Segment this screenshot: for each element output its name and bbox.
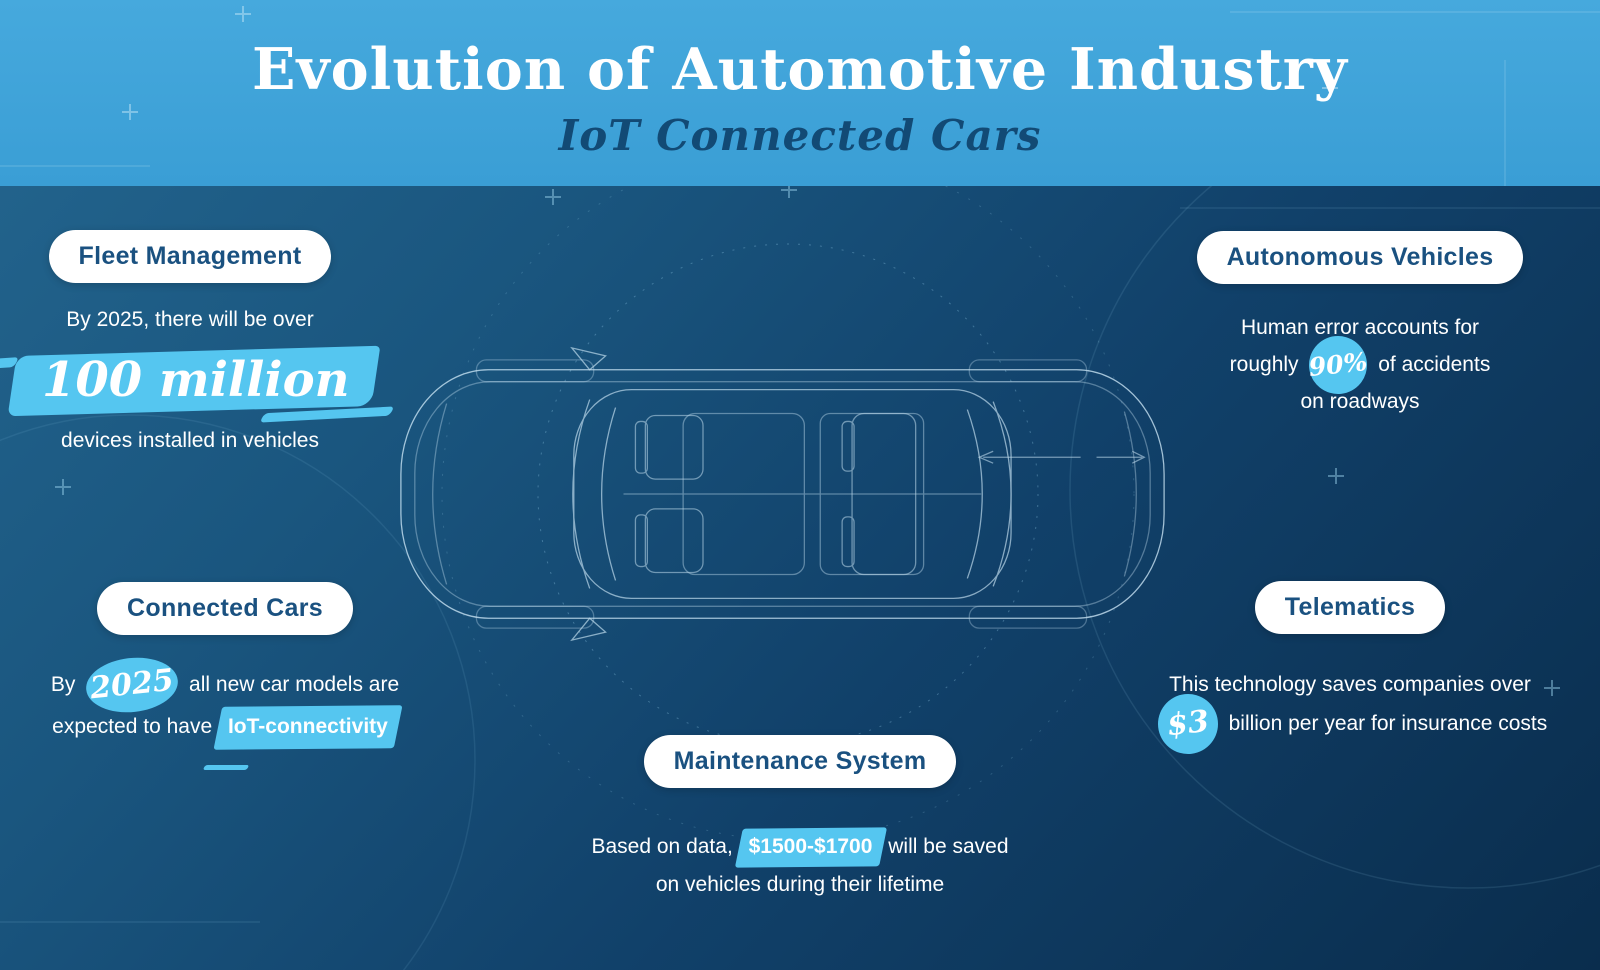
section-fleet-management: Fleet Management By 2025, there will be …: [0, 230, 364, 458]
car-greenhouse: [572, 389, 1012, 599]
header-crosshairs: [122, 6, 1338, 120]
section-connected-cars: Connected Cars By 2025 all new car model…: [30, 582, 420, 790]
section-autonomous-vehicles: Autonomous Vehicles Human error accounts…: [1190, 231, 1530, 420]
header: Evolution of Automotive Industry IoT Con…: [0, 0, 1600, 186]
car-blueprint-illustration: [400, 346, 1165, 642]
autonomous-vehicles-badge: Autonomous Vehicles: [1196, 231, 1524, 284]
year-2025-bubble: 2025: [83, 653, 181, 718]
header-lines: [0, 11, 1600, 186]
car-side-mirrors: [570, 346, 607, 642]
section-maintenance-system: Maintenance System Based on data, $1500-…: [560, 735, 1040, 904]
autonomous-line2-pre: roughly: [1229, 352, 1299, 376]
autonomous-text: Human error accounts for roughly 90% of …: [1190, 310, 1530, 420]
autonomous-line2-post: of accidents: [1378, 352, 1491, 376]
car-dimension-arrows: [977, 450, 1146, 464]
fleet-line1: By 2025, there will be over: [66, 308, 314, 331]
telematics-text: This technology saves companies over $3 …: [1135, 666, 1565, 758]
fleet-line2: devices installed in vehicles: [61, 428, 319, 452]
connected-line1-post: all new car models are: [189, 673, 400, 696]
connected-line1-pre: By: [50, 673, 76, 696]
car-roof-panels: [623, 412, 982, 576]
maintenance-line2: on vehicles during their lifetime: [655, 872, 945, 896]
brush-tail-icon: [0, 356, 20, 369]
page-subtitle: IoT Connected Cars: [558, 111, 1042, 160]
autonomous-line1: Human error accounts for: [1240, 316, 1480, 339]
fleet-management-badge: Fleet Management: [48, 230, 332, 283]
three-dollar-bubble: $3: [1154, 691, 1221, 758]
telematics-badge: Telematics: [1254, 581, 1446, 634]
connected-line2-pre: expected to have: [52, 714, 213, 738]
telematics-line1: This technology saves companies over: [1169, 673, 1531, 696]
fleet-highlight-brush: 100 million: [0, 346, 376, 414]
car-body-inner-lines: [414, 381, 1151, 607]
telematics-line2-post: billion per year for insurance costs: [1228, 711, 1548, 735]
maintenance-line1-pre: Based on data,: [591, 835, 733, 858]
savings-range-highlight: $1500-$1700: [739, 828, 883, 867]
maintenance-line1-post: will be saved: [888, 835, 1009, 858]
car-seats: [634, 412, 917, 576]
iot-connectivity-highlight: IoT-connectivity: [218, 706, 398, 749]
connected-cars-badge: Connected Cars: [97, 582, 353, 635]
maintenance-system-badge: Maintenance System: [643, 735, 957, 788]
header-decor: [0, 6, 1600, 186]
car-body-outline: [400, 369, 1165, 619]
autonomous-line3: on roadways: [1300, 389, 1420, 413]
highlight-tail-icon: [202, 764, 250, 770]
page-title: Evolution of Automotive Industry: [252, 36, 1348, 103]
fleet-highlight-text: 100 million: [42, 351, 350, 408]
maintenance-text: Based on data, $1500-$1700 will be saved…: [560, 828, 1040, 904]
ninety-percent-bubble: 90%: [1306, 333, 1371, 398]
section-telematics: Telematics This technology saves compani…: [1135, 581, 1565, 758]
connected-text: By 2025 all new car models are expected …: [30, 653, 420, 790]
